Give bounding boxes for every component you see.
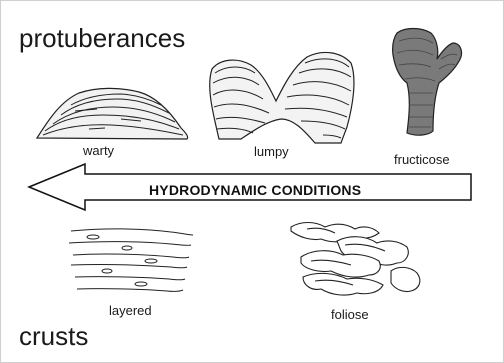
layered-label: layered <box>109 303 152 319</box>
crusts-heading: crusts <box>19 321 88 351</box>
fructicose-label: fructicose <box>394 152 450 168</box>
hydrodynamic-arrow-label: HYDRODYNAMIC CONDITIONS <box>149 181 361 199</box>
lumpy-drawing <box>210 52 354 143</box>
lumpy-label: lumpy <box>254 144 289 160</box>
protuberances-heading: protuberances <box>19 23 185 53</box>
warty-drawing <box>37 88 188 139</box>
layered-drawing <box>69 229 193 292</box>
fructicose-drawing <box>393 29 462 136</box>
warty-label: warty <box>83 143 114 159</box>
foliose-label: foliose <box>331 307 369 323</box>
foliose-drawing <box>291 223 420 296</box>
